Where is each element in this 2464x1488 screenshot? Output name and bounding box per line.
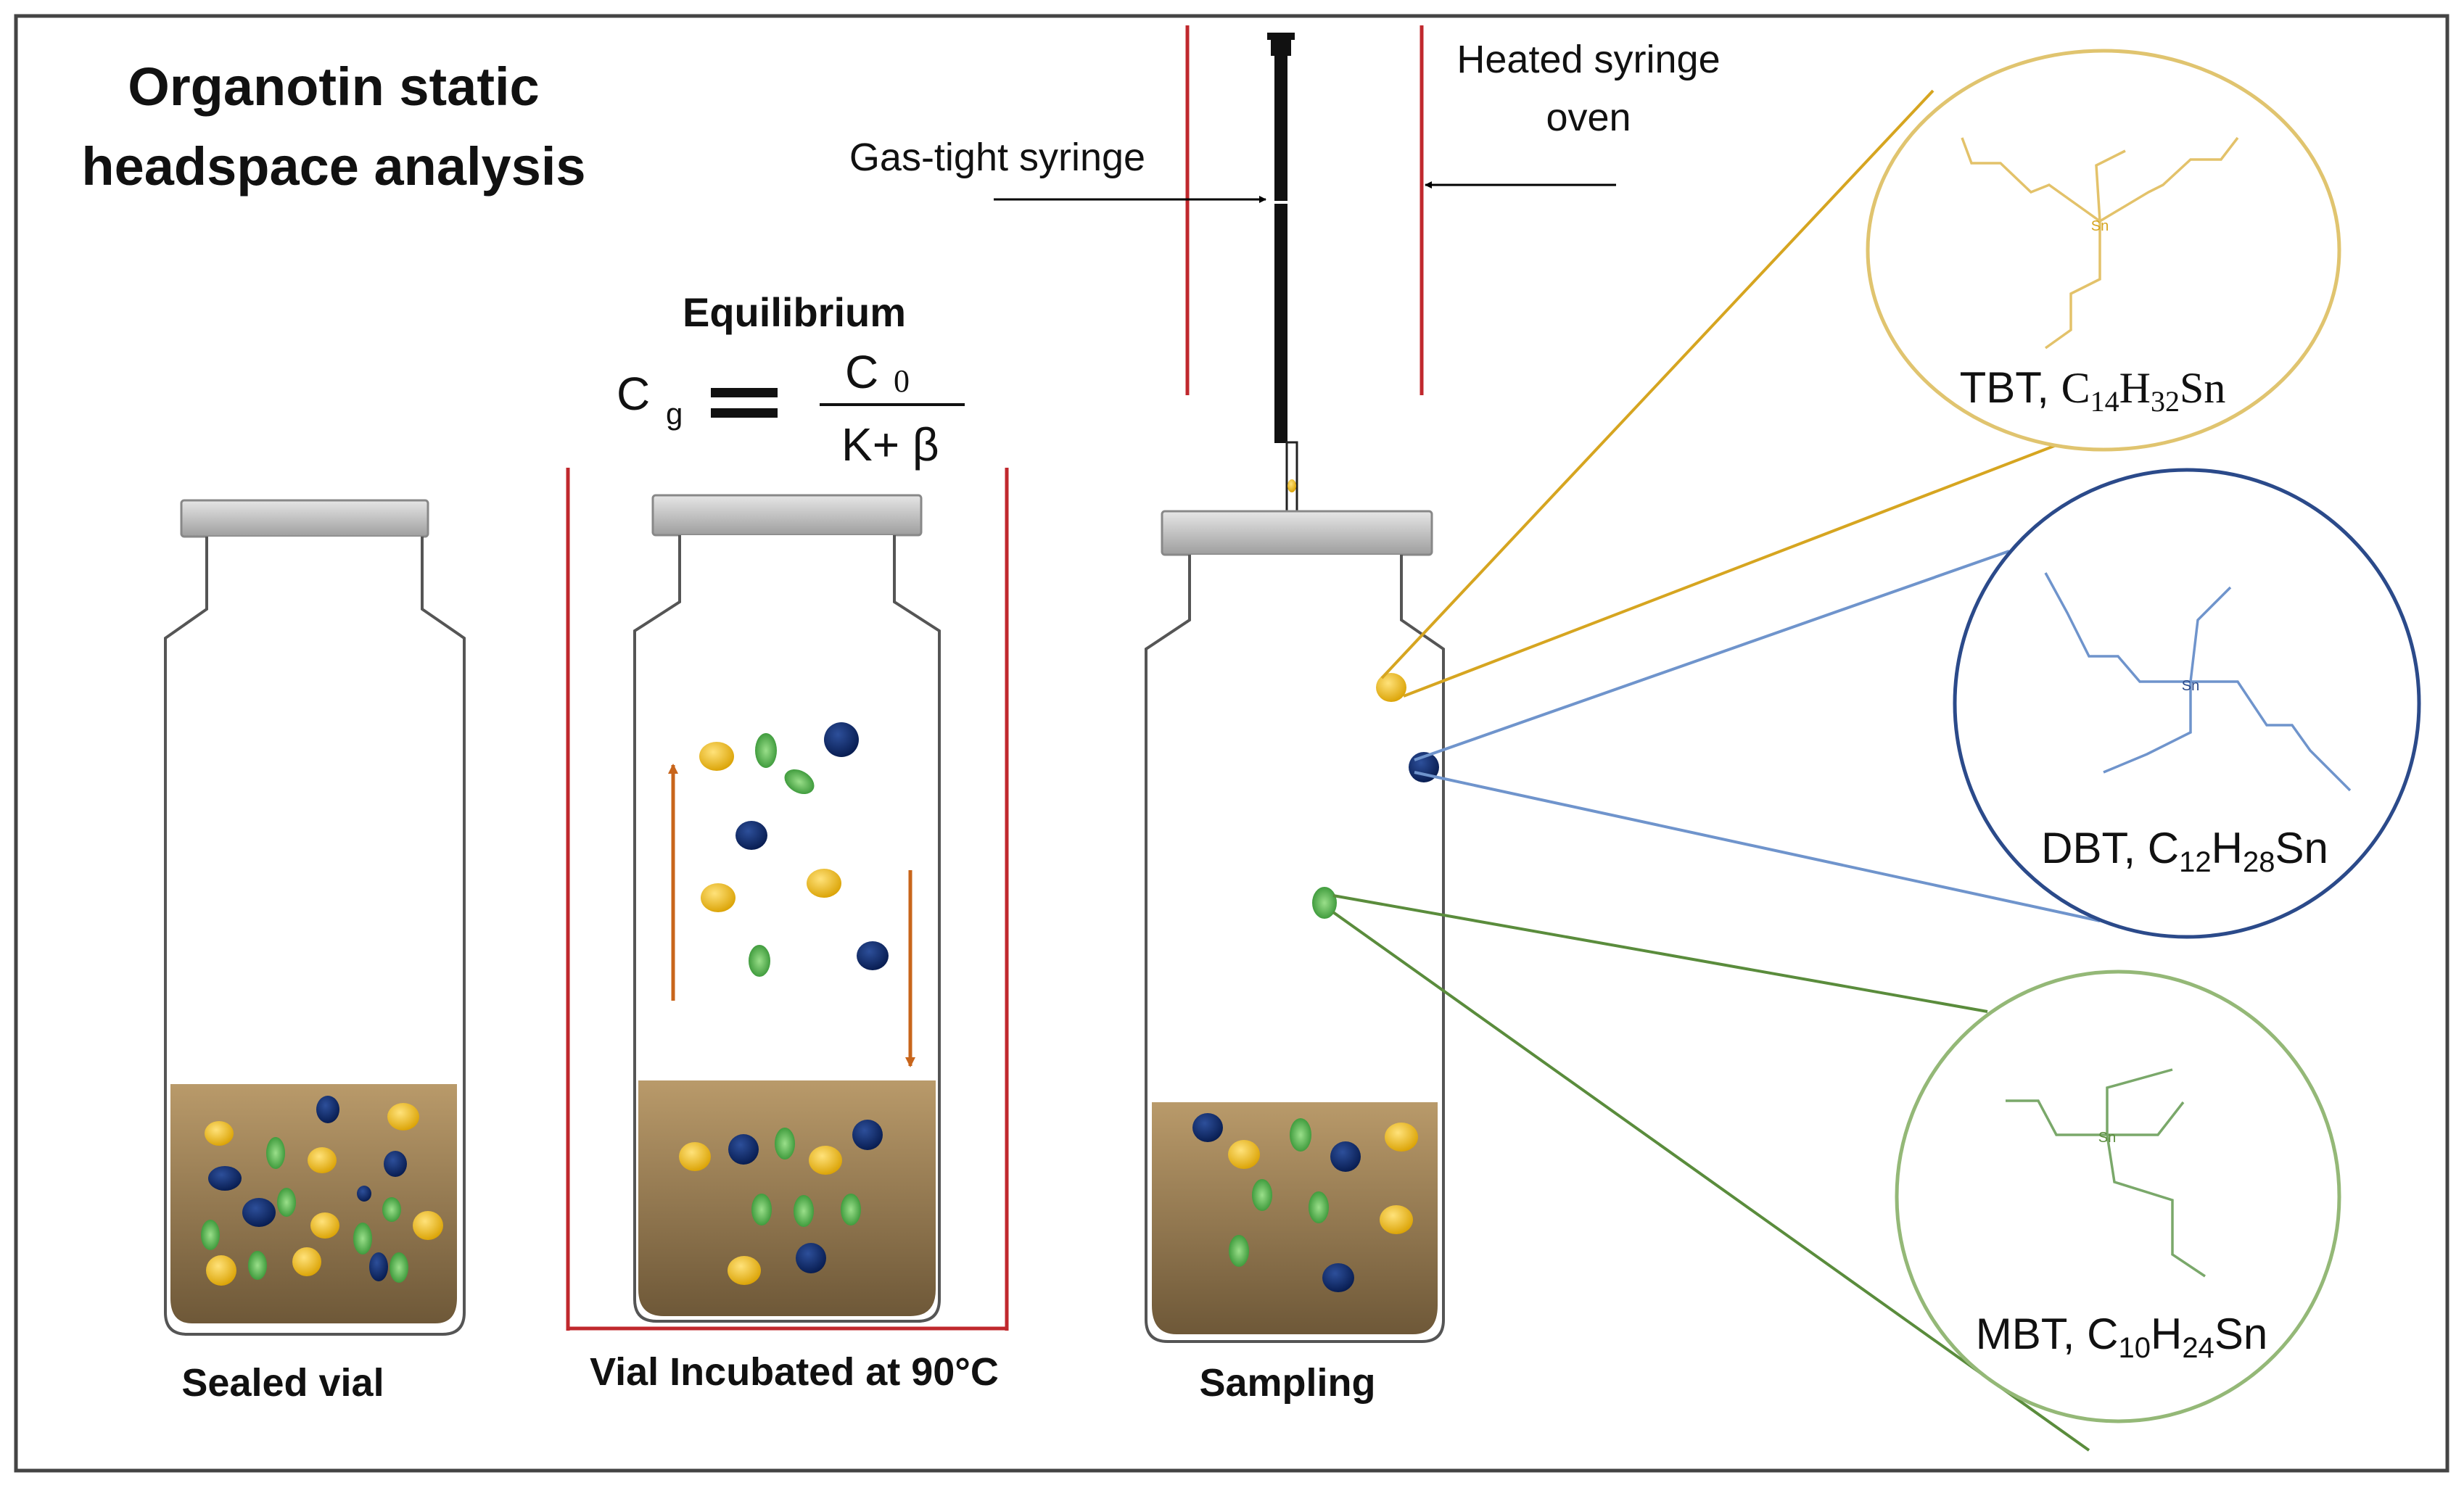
eq-numerator: C (845, 346, 878, 398)
sealed-vial-particles (201, 1096, 443, 1286)
vial-sealed (164, 499, 466, 1336)
tbt-h: H (2119, 364, 2151, 412)
vial-incubated (633, 494, 941, 1323)
tbt-formula: TBT, C14H32Sn (1960, 363, 2226, 418)
step-label-incubated: Vial Incubated at 90°C (590, 1350, 999, 1394)
mbt-structure (2006, 1068, 2206, 1278)
equilibrium-equation: C g C 0 K+ β (617, 346, 965, 471)
vial-sampling (1145, 510, 1445, 1343)
dbt-structure (2044, 572, 2352, 792)
eq-denominator: K+ β (841, 418, 939, 471)
mbt-zoom-line-lower (1332, 911, 2090, 1452)
tbt-abbr: TBT (1960, 363, 2042, 412)
dbt-h: H (2212, 824, 2243, 872)
eq-lhs-sub: g (666, 397, 683, 431)
tbt-sn-atom: Sn (2091, 218, 2109, 234)
dbt-sep: , C (2123, 824, 2179, 872)
tbt-zoom-line-upper (1380, 89, 1934, 679)
dbt-c-count: 12 (2179, 846, 2212, 878)
eq-equals-bottom (711, 408, 778, 418)
mbt-zoom-line-upper (1332, 894, 1988, 1013)
tbt-structure (1961, 136, 2239, 350)
mbt-sep: , C (2063, 1310, 2119, 1358)
mbt-sn: Sn (2214, 1310, 2267, 1358)
title-line-2: headspace analysis (81, 136, 585, 197)
dbt-sn: Sn (2275, 824, 2328, 872)
tbt-c-count: 14 (2090, 385, 2119, 418)
equilibrium-label: Equilibrium (683, 289, 906, 335)
step-label-sealed: Sealed vial (181, 1361, 384, 1405)
heated-oven-label-2: oven (1546, 96, 1631, 139)
dbt-h-count: 28 (2243, 846, 2275, 878)
dbt-abbr: DBT (2041, 824, 2127, 872)
gas-tight-syringe-label: Gas-tight syringe (849, 136, 1145, 179)
title-line-1: Organotin static (128, 57, 539, 117)
mbt-h: H (2151, 1310, 2182, 1358)
heated-oven-label-1: Heated syringe (1456, 38, 1720, 81)
dbt-formula: DBT, C12H28Sn (2041, 824, 2328, 878)
tbt-c: C (2061, 364, 2090, 412)
dbt-zoom-line-lower (1414, 771, 2101, 922)
figure-frame (14, 14, 2449, 1473)
tbt-sep: , (2037, 363, 2061, 412)
incubated-headspace-particles (699, 722, 889, 977)
mbt-sn-atom: Sn (2098, 1130, 2116, 1146)
dbt-zoom-line-upper (1414, 550, 2010, 761)
mbt-abbr: MBT (1976, 1310, 2067, 1358)
dbt-molecule-panel: Sn DBT, C12H28Sn (1953, 468, 2421, 939)
tbt-sn: Sn (2180, 364, 2225, 412)
tbt-zoom-line-lower (1403, 441, 2064, 698)
mbt-h-count: 24 (2182, 1332, 2214, 1364)
dbt-sn-atom: Sn (2182, 678, 2199, 694)
eq-lhs: C (617, 368, 650, 420)
eq-equals-top (711, 388, 778, 397)
incubated-sample-particles (679, 1120, 883, 1285)
mbt-molecule-panel: Sn MBT, C10H24Sn (1895, 970, 2341, 1423)
eq-numerator-sub: 0 (894, 363, 910, 399)
tbt-h-count: 32 (2151, 385, 2180, 418)
sampling-sample-particles (1192, 1113, 1418, 1292)
mbt-formula: MBT, C10H24Sn (1976, 1310, 2267, 1364)
tbt-molecule-panel: Sn TBT, C14H32Sn (1866, 49, 2341, 452)
step-label-sampling: Sampling (1199, 1361, 1375, 1405)
mbt-c-count: 10 (2118, 1332, 2151, 1364)
